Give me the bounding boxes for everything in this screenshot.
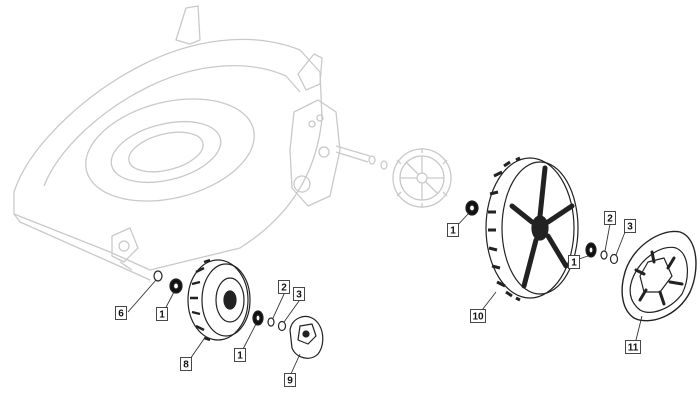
- callout-box: [470, 309, 486, 323]
- callout-number: 10: [472, 312, 484, 323]
- callout-c8: 8: [180, 357, 192, 371]
- callout-box: [293, 287, 305, 301]
- nut-part-3a: [277, 320, 287, 332]
- callout-c1b: 1: [234, 348, 246, 362]
- callout-number: 6: [118, 309, 124, 320]
- callout-box: [625, 340, 641, 354]
- callout-number: 3: [296, 290, 302, 301]
- callout-c1d: 1: [568, 255, 580, 269]
- washer-part-2a: [267, 317, 275, 327]
- callout-c2a: 2: [278, 280, 290, 294]
- wheel-part-10: [485, 156, 579, 302]
- callout-box: [180, 357, 192, 371]
- wheel-part-8: [187, 258, 251, 342]
- hub-cap-part-11: [621, 230, 697, 322]
- callout-number: 2: [607, 214, 613, 225]
- callout-number: 8: [183, 360, 189, 371]
- nut-part-3b: [609, 253, 619, 265]
- bearing-part-1c: [465, 200, 479, 216]
- left-wheel-assembly: [153, 258, 324, 359]
- callout-c1a: 1: [156, 307, 168, 321]
- callout-box: [278, 280, 290, 294]
- callout-number: 1: [450, 226, 456, 237]
- callout-number: 2: [281, 283, 287, 294]
- callout-box: [604, 211, 616, 225]
- leader-lines: [127, 212, 643, 377]
- callout-c9: 9: [284, 373, 296, 387]
- mower-deck-ghost: [13, 5, 452, 281]
- callout-c11: 11: [625, 340, 641, 354]
- bearing-part-1b: [252, 310, 264, 326]
- hub-cap-part-9: [289, 315, 324, 359]
- washer-part-6: [153, 270, 163, 282]
- callout-c3a: 3: [293, 287, 305, 301]
- callout-box: [624, 219, 636, 233]
- bearing-part-1a: [169, 278, 183, 294]
- callout-number: 1: [159, 310, 165, 321]
- callout-number: 11: [628, 343, 639, 354]
- callout-c1c: 1: [447, 223, 459, 237]
- callout-box: [234, 348, 246, 362]
- bearing-part-1d: [585, 242, 597, 258]
- callout-number: 1: [571, 258, 577, 269]
- callout-number: 9: [287, 376, 293, 387]
- callout-box: [568, 255, 580, 269]
- callout-c2b: 2: [604, 211, 616, 225]
- callout-c6: 6: [115, 306, 127, 320]
- callout-box: [156, 307, 168, 321]
- right-wheel-assembly: [465, 156, 697, 322]
- washer-part-2b: [600, 250, 608, 260]
- callout-box: [115, 306, 127, 320]
- callout-box: [284, 373, 296, 387]
- callout-number: 3: [627, 222, 633, 233]
- callout-c10: 10: [470, 309, 486, 323]
- callout-c3b: 3: [624, 219, 636, 233]
- callout-number: 1: [237, 351, 243, 362]
- callout-box: [447, 223, 459, 237]
